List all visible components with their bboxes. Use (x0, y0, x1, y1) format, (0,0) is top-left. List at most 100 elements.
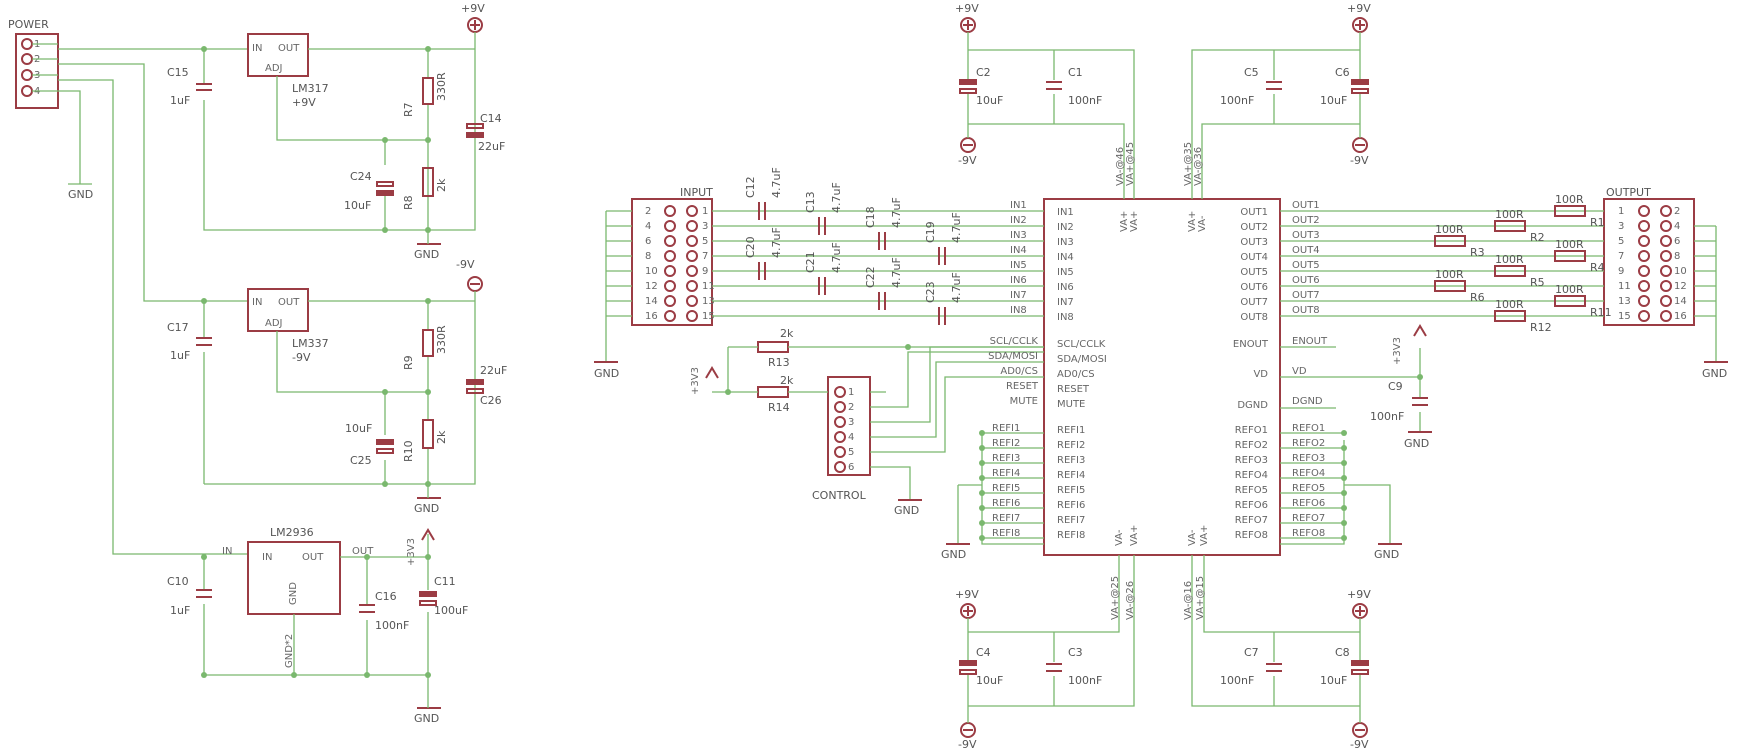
svg-text:C8: C8 (1335, 646, 1350, 659)
chip-left-pin: REFI3 (1057, 455, 1085, 466)
input-pin-number: 16 (645, 311, 658, 322)
power-section: POWER 1 2 3 4 GND IN OUT ADJ LM317 +9V C… (8, 2, 507, 725)
output-resistor-name: R11 (1590, 306, 1612, 319)
svg-text:C2: C2 (976, 66, 991, 79)
chip-left-pin: REFI8 (1057, 530, 1085, 541)
svg-text:-9V: -9V (958, 738, 977, 751)
svg-text:R7: R7 (402, 102, 415, 117)
svg-text:GND: GND (414, 712, 439, 725)
input-cap-name: C21 (804, 251, 817, 273)
svg-text:IN: IN (252, 43, 262, 54)
input-cap-name: C13 (804, 191, 817, 213)
svg-text:C11: C11 (434, 575, 456, 588)
input-pin (664, 235, 676, 247)
chip-top-net: VA-@46 (1115, 147, 1126, 186)
power-label: POWER (8, 18, 49, 31)
refo-net-label: REFO1 (1292, 423, 1325, 434)
svg-text:100nF: 100nF (1220, 94, 1254, 107)
out-net-label: DGND (1292, 396, 1323, 407)
in-net-label: IN2 (1010, 215, 1027, 226)
out-net-label: OUT5 (1292, 260, 1320, 271)
svg-text:+9V: +9V (955, 588, 979, 601)
input-pin (686, 265, 698, 277)
chip-top-pin: VA+ (1119, 211, 1130, 232)
chip-bottom-net: VA+@15 (1195, 576, 1206, 620)
input-cap-value: 4.7uF (830, 182, 843, 213)
chip-bottom-pin: VA- (1187, 529, 1198, 546)
output-pin (1660, 220, 1672, 232)
input-pin (686, 235, 698, 247)
input-coupling-cap (818, 277, 826, 295)
control-pin-number: 5 (848, 447, 854, 458)
input-pin (686, 295, 698, 307)
chip-left-pin: REFI1 (1057, 425, 1085, 436)
control-pin (834, 431, 846, 443)
svg-text:+9V: +9V (292, 96, 316, 109)
in-net-label: IN5 (1010, 260, 1027, 271)
control-pin (834, 446, 846, 458)
input-coupling-cap (758, 262, 766, 280)
output-header (1603, 198, 1695, 326)
svg-text:R9: R9 (402, 355, 415, 370)
input-cap-value: 4.7uF (770, 167, 783, 198)
out-net-label: OUT8 (1292, 305, 1320, 316)
in-net-label: IN4 (1010, 245, 1027, 256)
output-pin-number: 12 (1674, 281, 1687, 292)
svg-text:C15: C15 (167, 66, 189, 79)
svg-text:C14: C14 (480, 112, 502, 125)
chip-left-pin: AD0/CS (1057, 369, 1095, 380)
chip-bottom-pin: VA- (1114, 529, 1125, 546)
chip-right-pin: REFO8 (1235, 530, 1268, 541)
svg-text:C25: C25 (350, 454, 372, 467)
chip-left-pin: IN6 (1057, 282, 1074, 293)
control-pin (834, 416, 846, 428)
output-resistor-name: R4 (1590, 261, 1605, 274)
chip-right-pin: OUT8 (1240, 312, 1268, 323)
input-pin (686, 250, 698, 262)
refi-net-label: REFI4 (992, 468, 1020, 479)
chip-right-pin: REFO2 (1235, 440, 1268, 451)
input-section: INPUT GND (594, 186, 713, 380)
svg-text:1uF: 1uF (170, 604, 190, 617)
output-resistor (1554, 205, 1586, 217)
in-net-label: IN3 (1010, 230, 1027, 241)
output-resistor-name: R6 (1470, 291, 1485, 304)
svg-text:330R: 330R (435, 325, 448, 354)
chip-left-pin: REFI6 (1057, 500, 1085, 511)
svg-text:ADJ: ADJ (265, 63, 283, 74)
output-header-label: OUTPUT (1606, 186, 1651, 199)
control-net-label: SDA/MOSI (988, 351, 1038, 362)
refo-net-label: REFO7 (1292, 513, 1325, 524)
svg-text:C7: C7 (1244, 646, 1259, 659)
chip-right-pin: OUT3 (1240, 237, 1268, 248)
power-connector (15, 33, 59, 109)
svg-text:+9V: +9V (1347, 588, 1371, 601)
chip-bottom-pin: VA+ (1199, 525, 1210, 546)
output-pin-number: 15 (1618, 311, 1631, 322)
input-cap-value: 4.7uF (770, 227, 783, 258)
output-pin (1638, 310, 1650, 322)
input-cap-value: 4.7uF (890, 257, 903, 288)
chip-bottom-pin: VA+ (1129, 525, 1140, 546)
chip-right-pin: OUT4 (1240, 252, 1268, 263)
svg-text:GND: GND (1374, 548, 1399, 561)
output-resistor-value: 100R (1435, 268, 1464, 281)
svg-text:10uF: 10uF (1320, 94, 1347, 107)
svg-text:-9V: -9V (958, 154, 977, 167)
output-resistor (1434, 235, 1466, 247)
svg-text:100nF: 100nF (1068, 94, 1102, 107)
output-pin-number: 11 (1618, 281, 1631, 292)
svg-text:OUT: OUT (278, 297, 300, 308)
refi-net-label: REFI3 (992, 453, 1020, 464)
svg-text:C3: C3 (1068, 646, 1083, 659)
chip-left-pin: REFI4 (1057, 470, 1085, 481)
control-header (827, 376, 871, 476)
chip-left-pin: REFI7 (1057, 515, 1085, 526)
out-net-label: OUT4 (1292, 245, 1320, 256)
vd-section: +3V3 C9 100nF GND (1280, 324, 1432, 450)
input-pin-number: 3 (702, 221, 708, 232)
svg-text:10uF: 10uF (1320, 674, 1347, 687)
refo-net-label: REFO3 (1292, 453, 1325, 464)
input-pin (686, 310, 698, 322)
input-pin-number: 12 (645, 281, 658, 292)
